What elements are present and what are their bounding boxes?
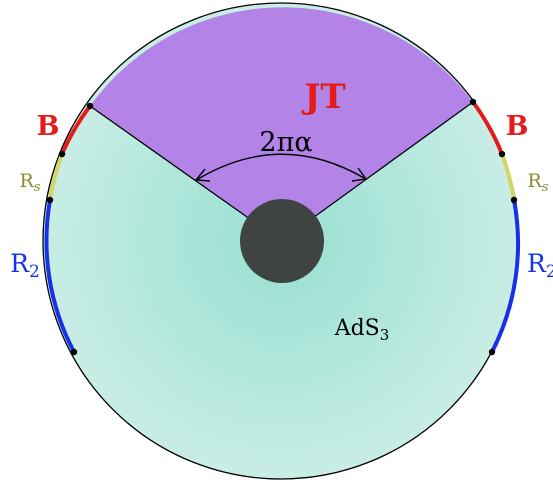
right-rs-subscript: s (542, 180, 549, 195)
junction-dot (469, 98, 477, 106)
ads3-label-main: AdS (334, 316, 380, 341)
junction-dot (58, 150, 66, 158)
right-rs-label: Rs (528, 170, 549, 195)
angle-arrow-right (351, 167, 368, 182)
central-core (240, 199, 324, 283)
ads3-label: AdS3 (334, 316, 390, 344)
junction-dot (488, 348, 496, 356)
left-b-label: B (37, 111, 60, 142)
right-r2-subscript: 2 (546, 262, 553, 282)
angle-arrow-left (194, 168, 211, 182)
left-r2-subscript: 2 (29, 262, 40, 282)
right-r2-main: R (527, 249, 547, 278)
left-rs-subscript: s (34, 180, 41, 195)
junction-dot (86, 102, 94, 110)
junction-dot (70, 348, 78, 356)
left-r2-main: R (10, 249, 30, 278)
jt-region (90, 7, 473, 241)
junction-dot (498, 150, 506, 158)
jt-label: JT (301, 77, 345, 117)
junction-dot (510, 196, 518, 204)
angle-arc (197, 153, 365, 180)
ads3-label-subscript: 3 (380, 326, 390, 344)
right-b-label: B (506, 111, 529, 142)
right-r2-boundary-arc (490, 199, 521, 353)
left-rs-main: R (20, 170, 35, 192)
left-r2-label: R2 (10, 249, 40, 282)
angle-label: 2πα (259, 127, 312, 158)
junction-dot (46, 196, 54, 204)
right-rs-main: R (528, 170, 543, 192)
left-rs-label: Rs (20, 170, 41, 195)
left-r2-boundary-arc (44, 199, 76, 353)
right-r2-label: R2 (527, 249, 553, 282)
